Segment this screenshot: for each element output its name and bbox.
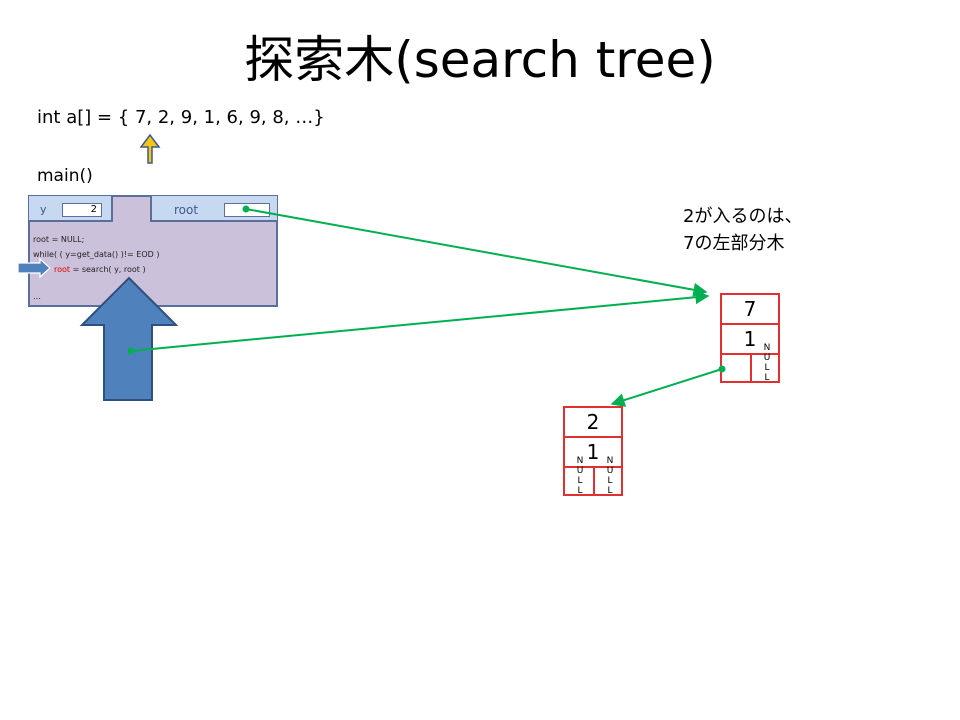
current-call-arrow [79,276,179,401]
node-2-count: 1 [586,440,600,464]
main-function-label: main() [37,166,93,186]
note-line-2: 7の左部分木 [683,233,785,254]
code-line-pointer-icon [17,257,51,279]
node-2-value: 2 [586,410,600,434]
page-title: 探索木(search tree) [244,31,716,89]
node-7-value-cell [720,293,780,325]
root-to-node-7-arrow [245,208,708,297]
node-2-value-cell [563,406,623,438]
code-line-3: root = search( y, root ) [54,265,146,275]
node-7-count: 1 [743,327,757,351]
code-search-call: = search( y, root ) [70,265,146,274]
node-7-right-pointer [750,353,780,383]
node-2-right-pointer [593,466,623,496]
node-2-right-null: NULL [606,456,614,496]
return-to-node-7-arrow [130,290,710,352]
node-7-to-node-2-arrow [610,368,723,407]
y-variable-value: 2 [62,203,102,217]
array-declaration: int a[] = { 7, 2, 9, 1, 6, 9, 8, …} [37,107,325,128]
y-variable-label: y [40,203,47,216]
code-line-2: while( ( y=get_data() )!= EOD ) [33,250,160,259]
root-variable-label: root [174,203,199,217]
code-line-ellipsis: … [33,292,41,301]
code-line-1: root = NULL; [33,235,85,244]
node-7-value: 7 [743,297,757,321]
note-line-1: 2が入るのは、 [683,206,803,227]
node-7-right-null: NULL [763,343,771,383]
code-root-highlight: root [54,265,71,274]
node-2-left-null: NULL [576,456,584,496]
array-pointer-arrow [139,133,161,164]
